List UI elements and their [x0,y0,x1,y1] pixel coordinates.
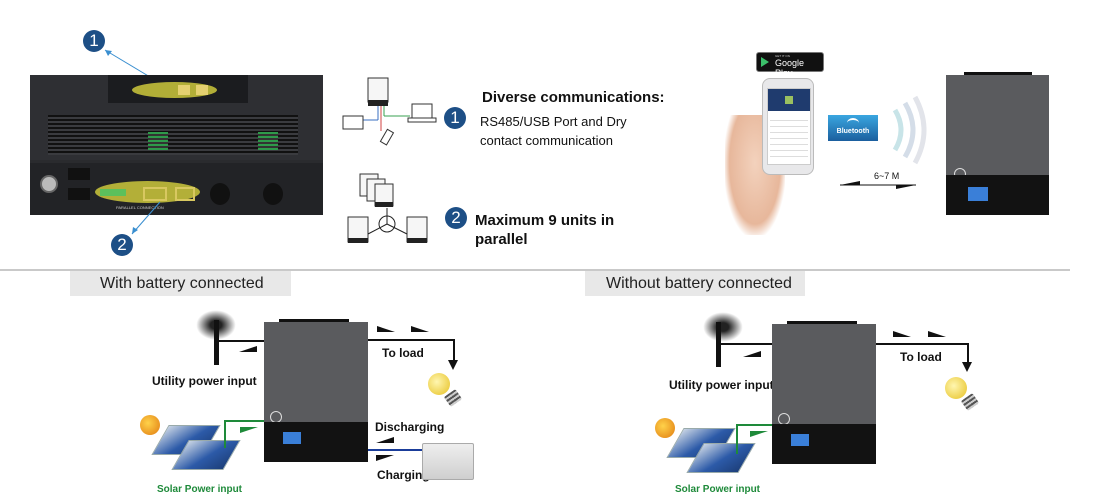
rj45-port [178,85,190,95]
parallel-connection-label: PARALLEL CONNECTION [116,205,164,210]
flow-arrow-icon [411,326,429,332]
google-play-icon [761,57,769,67]
feature-badge-2: 2 [445,207,467,229]
load-label: To load [382,346,424,360]
range-label: 6~7 M [874,171,900,181]
section-title-with-battery: With battery connected [70,271,291,296]
flow-arrow-icon [928,331,946,337]
bidirectional-arrow-icon [840,181,916,189]
solar-label: Solar Power input [675,484,761,495]
lcd-screen [283,432,301,444]
callout-badge-2: 2 [111,234,133,256]
comm-ports-highlight [132,82,217,98]
callout-arrow-2 [131,201,161,235]
discharge-arrow-icon [376,437,394,443]
feature-title-communications: Diverse communications: [482,89,665,106]
solar-label: Solar Power input [157,484,243,495]
flow-arrow-icon [240,427,258,433]
google-play-badge[interactable]: GET IT ON Google Play [756,52,824,78]
parallel-units-icon [347,173,428,243]
inverter-unit [264,319,368,462]
breaker-knob [40,175,58,193]
utility-label: Utility power input [152,374,257,388]
feature-text-line1: RS485/USB Port and Dry [480,114,627,129]
lcd-screen [968,187,988,201]
flow-arrow-icon [750,431,768,437]
smartphone [762,78,814,175]
flow-arrow-icon [239,346,257,352]
parallel-ports-highlight [95,181,200,203]
feature-title-parallel-line2: parallel [475,231,528,248]
flow-arrow-icon [893,331,911,337]
inverter-front-top [946,72,1049,215]
flow-arrow-icon [377,326,395,332]
feature-title-parallel-line1: Maximum 9 units in [475,212,615,229]
bluetooth-label: Bluetooth [836,128,870,135]
sun-icon [655,418,675,438]
section-title-without-battery: Without battery connected [585,271,805,296]
wifi-icon [847,118,859,128]
discharging-label: Discharging [375,420,445,434]
communication-diagram-icon [342,77,437,146]
feature-badge-1: 1 [444,107,466,129]
light-bulb-icon [945,377,967,399]
section-divider [0,269,1070,271]
charging-label: Charging [377,468,430,482]
bluetooth-badge: Bluetooth [828,115,878,141]
down-arrow-icon [448,360,458,370]
flow-arrow-icon [743,351,761,357]
battery-icon [422,443,474,480]
signal-waves-icon [892,95,927,165]
light-bulb-icon [428,373,450,395]
utility-label: Utility power input [669,378,774,392]
down-arrow-icon [962,362,972,372]
load-label: To load [900,350,942,364]
rj45-port [196,85,208,95]
sun-icon [140,415,160,435]
utility-pole-icon [703,312,743,342]
inverter-unit [772,321,876,464]
feature-text-line2: contact communication [480,133,613,148]
callout-badge-1: 1 [83,30,105,52]
google-play-label: Google Play [775,58,805,78]
vent-grille [48,115,298,155]
charge-arrow-icon [376,455,394,461]
lcd-screen [791,434,809,446]
inverter-rear-panel: PARALLEL CONNECTION [30,75,323,215]
